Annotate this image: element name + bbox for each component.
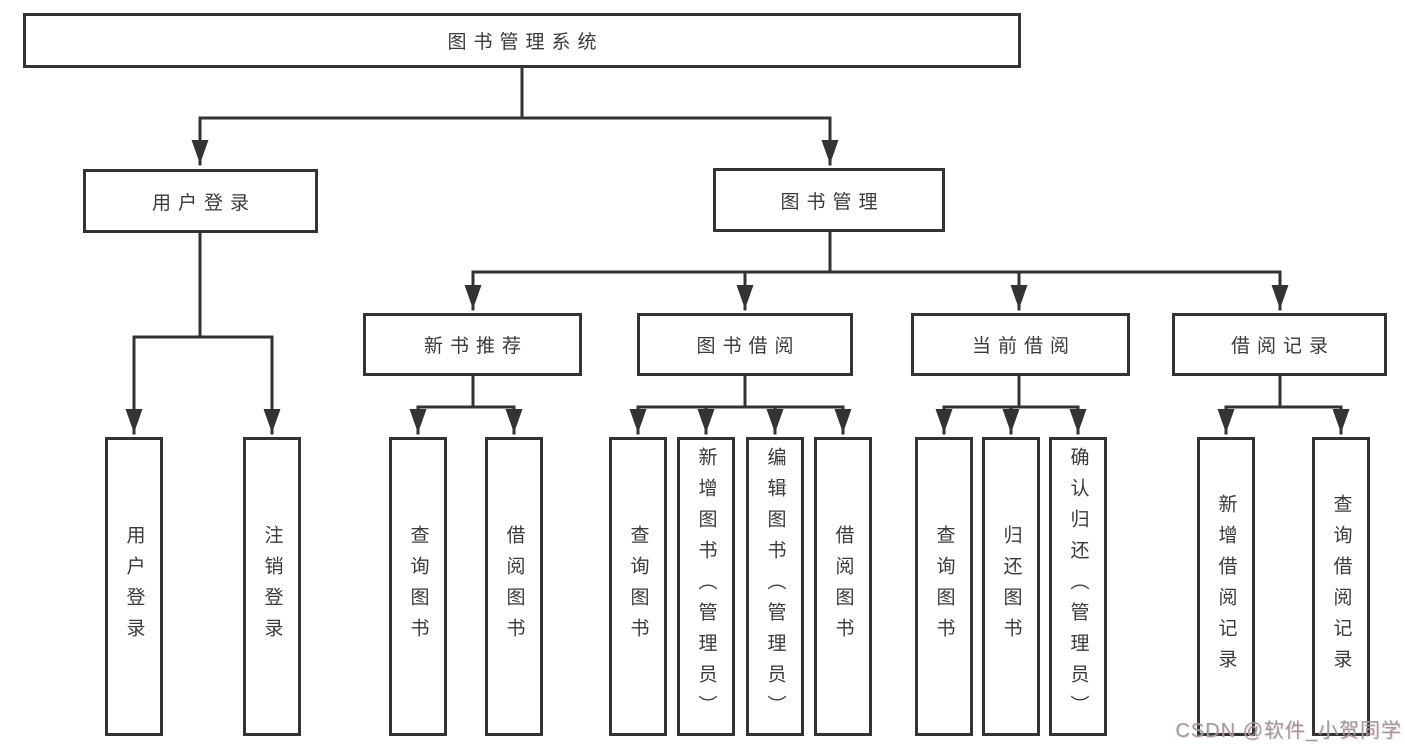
node-root: 图书管理系统	[23, 13, 1021, 68]
leaf-edit-book-admin: 编辑图书（管理员）	[746, 437, 804, 736]
node-current-borrow: 当前借阅	[911, 313, 1130, 376]
leaf-borrow-books-recommend: 借阅图书	[485, 437, 543, 736]
leaf-query-books-current: 查询图书	[915, 437, 973, 736]
node-user-login: 用户登录	[83, 169, 318, 233]
leaf-logout: 注销登录	[243, 437, 301, 736]
node-borrow-records: 借阅记录	[1172, 313, 1387, 376]
leaf-query-books-borrow: 查询图书	[609, 437, 667, 736]
leaf-query-borrow-record: 查询借阅记录	[1312, 437, 1370, 736]
leaf-confirm-return-admin: 确认归还（管理员）	[1049, 437, 1107, 736]
leaf-borrow-books-borrow: 借阅图书	[814, 437, 872, 736]
leaf-query-books-recommend: 查询图书	[389, 437, 447, 736]
node-book-borrow: 图书借阅	[637, 313, 853, 376]
leaf-add-borrow-record: 新增借阅记录	[1197, 437, 1255, 736]
leaf-return-book: 归还图书	[982, 437, 1040, 736]
leaf-user-login: 用户登录	[105, 437, 163, 736]
node-book-management: 图书管理	[713, 168, 945, 232]
csdn-watermark: CSDN @软件_小贺同学	[1175, 720, 1402, 742]
leaf-add-book-admin: 新增图书（管理员）	[677, 437, 735, 736]
node-new-book-recommend: 新书推荐	[363, 313, 582, 376]
